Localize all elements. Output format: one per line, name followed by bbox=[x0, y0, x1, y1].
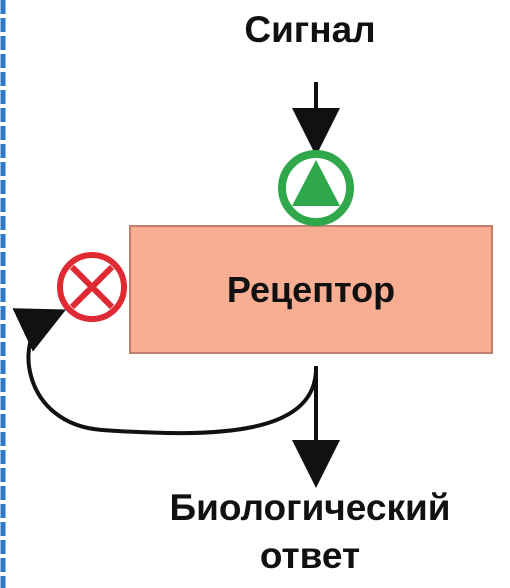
biological-response-label: Биологический ответ bbox=[110, 484, 510, 580]
feedback-arrow bbox=[12, 308, 319, 436]
left-dashed-rail bbox=[0, 0, 6, 588]
receptor-label: Рецептор bbox=[226, 269, 396, 310]
biological-response-line-2: ответ bbox=[259, 535, 361, 576]
biological-response-line-1: Биологический bbox=[169, 487, 451, 528]
signal-label: Сигнал bbox=[244, 9, 376, 50]
receptor-box bbox=[129, 225, 493, 354]
activation-icon bbox=[278, 150, 354, 226]
inhibition-icon bbox=[57, 252, 127, 322]
